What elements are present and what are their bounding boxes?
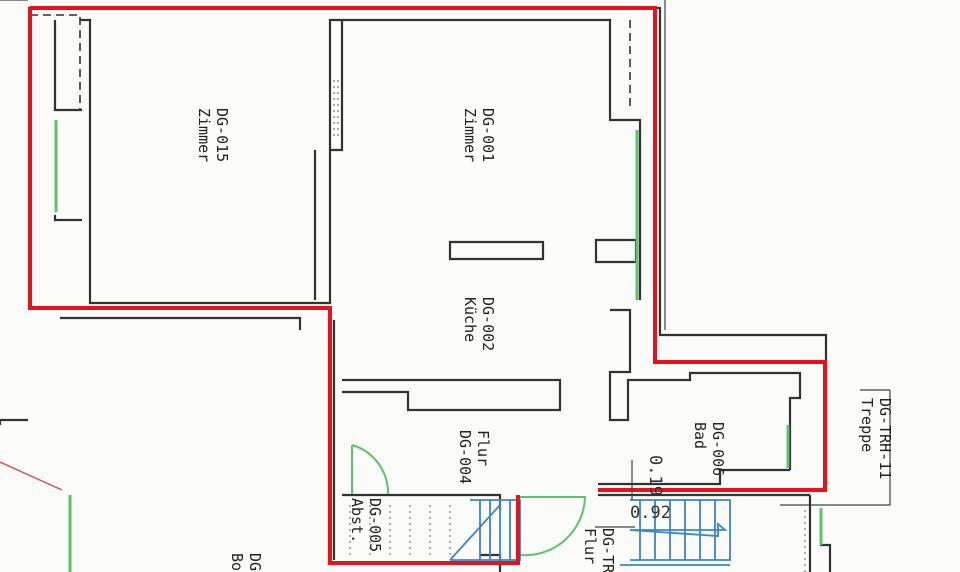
room-name: Zimmer bbox=[461, 108, 479, 162]
room-label-dg-tr: DG-TR Flur bbox=[581, 528, 617, 572]
room-label-dg-001: DG-001 Zimmer bbox=[461, 108, 497, 162]
room-label-dg-trh-11: DG-TRH-11 Treppe bbox=[858, 398, 894, 479]
room-name: Flur bbox=[474, 430, 492, 466]
room-id: DG-002 bbox=[479, 297, 497, 351]
room-label-dg-015: DG-015 Zimmer bbox=[195, 108, 231, 162]
room-name: Abst. bbox=[348, 498, 366, 543]
walls bbox=[0, 0, 891, 572]
room-id: DG bbox=[246, 553, 264, 571]
dimension-0-92: 0.92 bbox=[630, 503, 671, 523]
dimension-0-19: 0.19 bbox=[645, 455, 665, 496]
room-label-dg-005: DG-005 Abst. bbox=[348, 498, 384, 552]
room-name: Zimmer bbox=[195, 108, 213, 162]
windows-doors bbox=[54, 120, 823, 572]
room-id: DG-006 bbox=[709, 422, 727, 476]
room-label-dg-004: DG-004 Flur bbox=[456, 430, 492, 484]
stairs bbox=[449, 499, 731, 566]
room-id: DG-TRH-11 bbox=[876, 398, 894, 479]
room-id: DG-004 bbox=[456, 430, 474, 484]
stair-grid bbox=[349, 505, 451, 555]
room-id: DG-005 bbox=[366, 498, 384, 552]
svg-text:0.19: 0.19 bbox=[645, 455, 665, 496]
room-name: Flur bbox=[581, 528, 599, 564]
room-label-dg-006: DG-006 Bad bbox=[691, 422, 727, 476]
room-label-dg-002: DG-002 Küche bbox=[461, 297, 497, 351]
room-name: Treppe bbox=[858, 398, 876, 452]
room-name: Bad bbox=[691, 422, 709, 449]
room-name: Küche bbox=[461, 297, 479, 342]
room-id: DG-015 bbox=[213, 108, 231, 162]
room-id: DG-001 bbox=[479, 108, 497, 162]
exterior-line bbox=[0, 461, 63, 491]
room-id: DG-TR bbox=[599, 528, 617, 572]
room-name: Bo bbox=[228, 553, 246, 571]
unit-outline bbox=[28, 6, 827, 565]
room-label-dg-bo: DG Bo bbox=[228, 553, 264, 571]
dimension-line bbox=[595, 460, 635, 528]
